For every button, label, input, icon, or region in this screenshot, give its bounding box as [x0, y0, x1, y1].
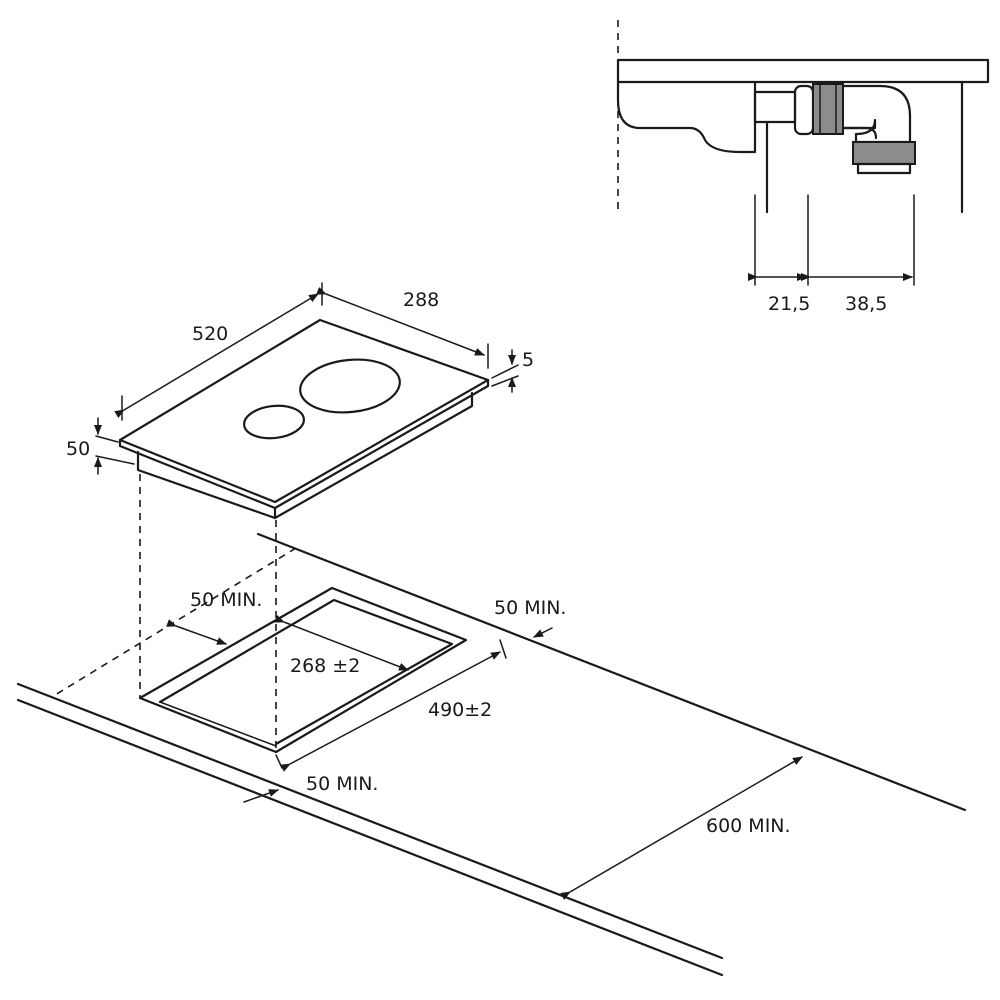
hob-depth-label: 288 — [403, 289, 439, 311]
hob-isometric: 520 288 5 50 — [66, 282, 534, 750]
hob-height-label: 50 — [66, 438, 90, 460]
min-clearance-left-label: 50 MIN. — [190, 589, 262, 611]
burner-small — [243, 404, 305, 440]
worktop-cutout: 268 ±2 490±2 50 MIN. 50 MIN. 50 MIN. 600… — [16, 532, 967, 977]
dim-38-5-label: 38,5 — [845, 293, 887, 315]
cutout-depth-label: 268 ±2 — [290, 655, 360, 677]
hob-width-label: 520 — [192, 323, 228, 345]
burner-large — [299, 358, 401, 414]
cutout-width-label: 490±2 — [428, 699, 492, 721]
glass-thickness-label: 5 — [522, 349, 534, 371]
min-clearance-front-label: 50 MIN. — [306, 773, 378, 795]
gas-connection-detail: 21,5 38,5 — [616, 20, 990, 315]
worktop-depth-label: 600 MIN. — [706, 815, 791, 837]
dim-21-5-label: 21,5 — [768, 293, 810, 315]
connector-fitting — [812, 83, 844, 135]
elbow-fitting — [852, 141, 916, 165]
min-clearance-back-label: 50 MIN. — [494, 597, 566, 619]
